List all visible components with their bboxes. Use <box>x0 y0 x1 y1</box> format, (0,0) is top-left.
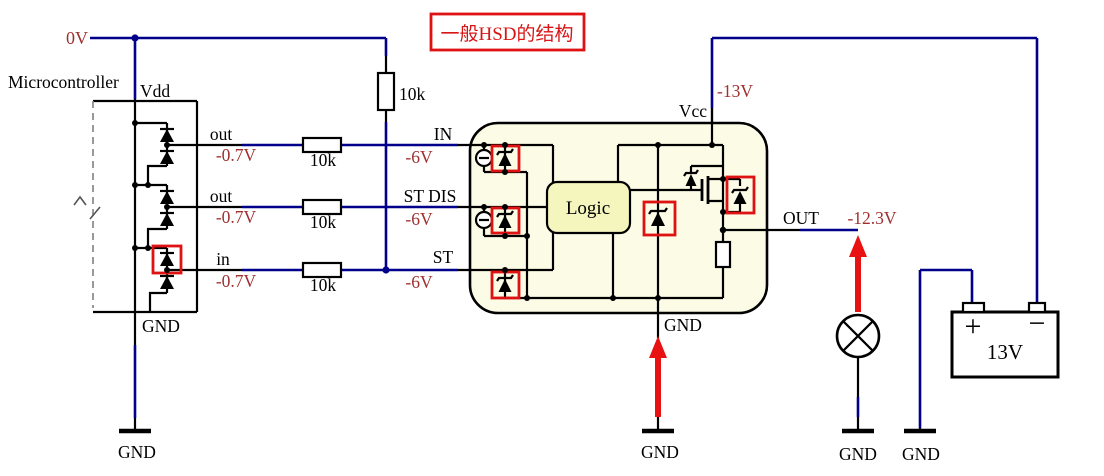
ground-symbols <box>119 417 936 434</box>
resistor-series-2-value: 10k <box>310 212 337 232</box>
pin-out-label: OUT <box>783 208 819 228</box>
mcu-port-3: in <box>216 249 230 269</box>
battery-block <box>918 301 1060 431</box>
input-zener-icons <box>496 148 514 292</box>
ds-zener-icon <box>731 186 749 204</box>
mcu-port-3-voltage: -0.7V <box>216 271 257 291</box>
mcu-port-2-voltage: -0.7V <box>216 207 257 227</box>
pin-stdis-voltage: -6V <box>405 209 433 229</box>
gnd-label-mcu: GND <box>118 442 156 462</box>
esd-diode-pair-1 <box>160 127 174 164</box>
mcu-label: Microcontroller <box>8 72 119 92</box>
resistor-series-3-value: 10k <box>310 275 337 295</box>
resistor-series-1-value: 10k <box>310 150 337 170</box>
pin-vcc-voltage: -13V <box>717 81 753 101</box>
resistor-pullup <box>376 71 396 112</box>
mcu-port-2: out <box>210 186 233 206</box>
battery-body <box>950 310 1060 379</box>
top-rail-voltage: 0V <box>66 28 88 48</box>
pin-stdis-label: ST DIS <box>404 186 457 206</box>
highlight-box-central-zener <box>642 200 677 237</box>
logic-label: Logic <box>566 198 610 219</box>
mcu-port-1: out <box>210 124 233 144</box>
gnd-label-ic: GND <box>641 442 679 462</box>
central-zener-icon <box>648 207 668 226</box>
title-box: 一般HSD的结构 <box>429 12 586 52</box>
pin-vcc-label: Vcc <box>679 101 707 121</box>
pin-in-voltage: -6V <box>405 147 433 167</box>
gnd-label-lamp: GND <box>839 444 877 464</box>
hsd-ic-block <box>468 108 800 338</box>
mcu-vdd-label: Vdd <box>140 81 170 101</box>
battery-voltage: 13V <box>987 340 1023 364</box>
supply-wires <box>90 34 1039 428</box>
pin-st-label: ST <box>433 247 454 267</box>
microcontroller-block <box>73 99 242 431</box>
mcu-port-1-voltage: -0.7V <box>216 145 257 165</box>
logic-block <box>545 180 632 235</box>
lamp-icon <box>835 313 881 431</box>
resistor-pulldown <box>714 240 732 269</box>
battery-minus-sign: − <box>1029 307 1046 340</box>
battery-terminal-plus <box>961 301 986 314</box>
pin-out-voltage: -12.3V <box>847 208 896 228</box>
break-mark <box>73 195 101 220</box>
battery-plus-sign: + <box>965 310 982 343</box>
mcu-gnd-label: GND <box>142 316 180 336</box>
red-arrow-out <box>849 235 867 312</box>
pin-gnd-label: GND <box>664 315 702 335</box>
resistor-series-3 <box>301 261 343 279</box>
esd-diode-pair-2 <box>160 189 174 226</box>
pin-st-voltage: -6V <box>405 272 433 292</box>
resistor-series-1 <box>301 136 343 154</box>
diagram-title: 一般HSD的结构 <box>440 23 573 45</box>
gate-zener-icon <box>683 169 699 186</box>
gnd-label-battery: GND <box>902 444 940 464</box>
pin-in-label: IN <box>434 124 453 144</box>
red-arrow-ic-gnd <box>649 336 667 417</box>
highlight-box-ds-zener <box>725 175 756 215</box>
resistor-series-2 <box>301 198 343 216</box>
battery-terminal-minus <box>1027 301 1047 314</box>
esd-diode-pair-3 <box>160 251 174 289</box>
resistor-pullup-value: 10k <box>399 84 426 104</box>
resistors <box>301 56 470 279</box>
